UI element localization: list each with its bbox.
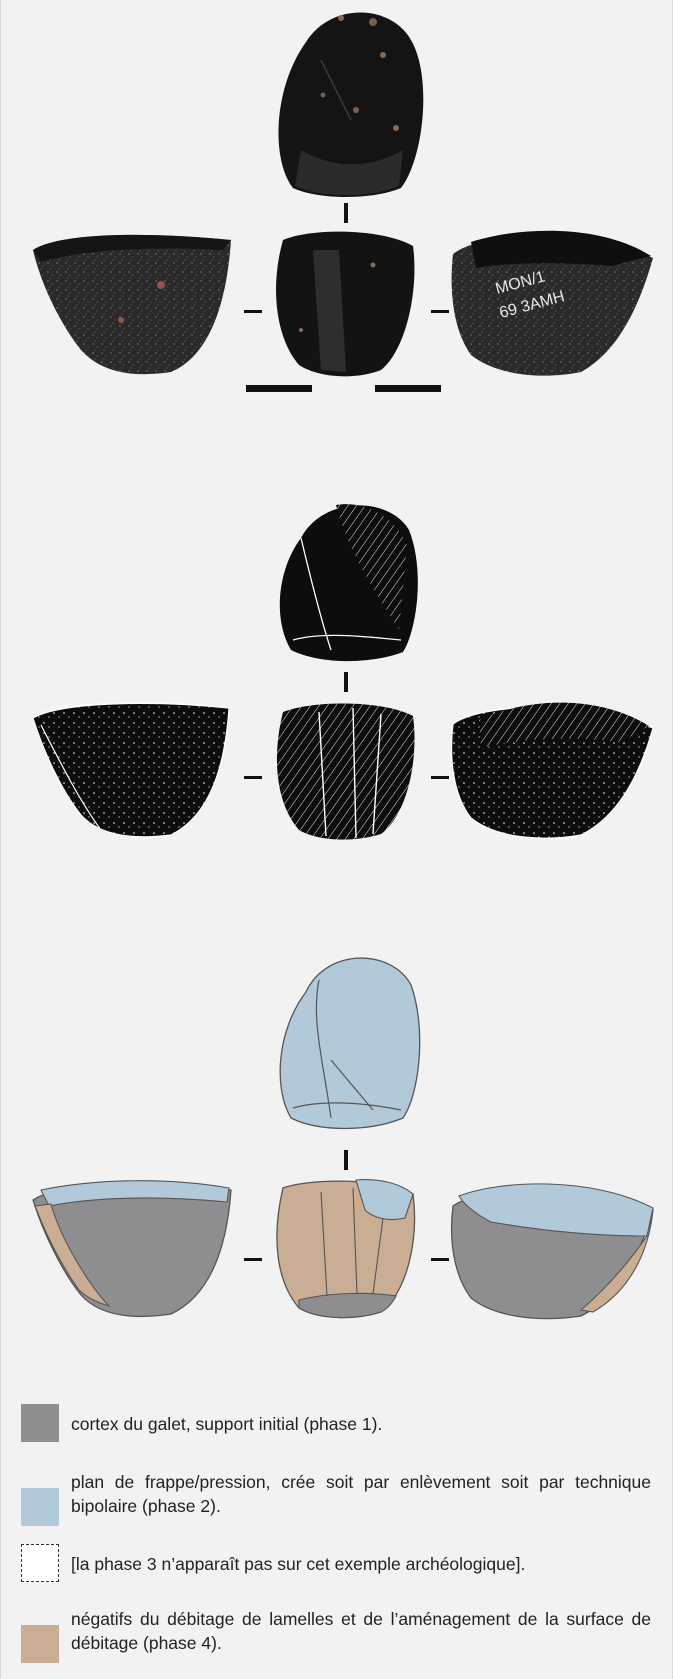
orientation-dash: [431, 776, 449, 779]
scale-bar-left: [246, 385, 312, 392]
photo-right-view: MON/1 69 3AMH: [452, 231, 653, 376]
plan-de-frappe-swatch: [21, 1488, 59, 1526]
legend-item-phase3: [la phase 3 n’apparaît pas sur cet exemp…: [21, 1544, 651, 1582]
legend-label: plan de frappe/pression, crée soit par e…: [71, 1470, 651, 1518]
photo-section: MON/1 69 3AMH: [33, 13, 653, 393]
drawing-top-view: [280, 504, 418, 661]
orientation-dash: [244, 1258, 262, 1261]
drawing-front-view: [277, 703, 415, 839]
schematic-section: [33, 958, 653, 1318]
orientation-dash: [244, 310, 262, 313]
legend-item-cortex: cortex du galet, support initial (phase …: [21, 1404, 651, 1442]
legend-label: [la phase 3 n’apparaît pas sur cet exemp…: [71, 1544, 651, 1576]
photo-top-view: [278, 13, 423, 198]
schematic-top-view: [280, 958, 420, 1128]
orientation-tick: [344, 203, 348, 223]
photo-left-view: [33, 235, 231, 374]
orientation-dash: [431, 1258, 449, 1261]
legend-item-plan-de-frappe: plan de frappe/pression, crée soit par e…: [21, 1470, 651, 1526]
legend-item-negatifs: négatifs du débitage de lamelles et de l…: [21, 1607, 651, 1663]
legend-label: cortex du galet, support initial (phase …: [71, 1404, 651, 1436]
orientation-dash: [431, 310, 449, 313]
photo-front-view: [276, 232, 414, 377]
drawing-left-view: [33, 702, 229, 837]
orientation-tick: [344, 1150, 348, 1170]
negatifs-swatch: [21, 1625, 59, 1663]
schematic-right-view: [452, 1184, 653, 1319]
orientation-dash: [244, 776, 262, 779]
phase3-swatch: [21, 1544, 59, 1582]
core-figure: MON/1 69 3AMH: [1, 0, 673, 1400]
schematic-left-view: [33, 1181, 231, 1317]
legend-label: négatifs du débitage de lamelles et de l…: [71, 1607, 651, 1655]
schematic-front-view: [277, 1180, 415, 1318]
orientation-tick: [344, 672, 348, 692]
scale-bar-right: [375, 385, 441, 392]
drawing-section: [33, 504, 653, 839]
drawing-right-view: [452, 703, 653, 839]
cortex-swatch: [21, 1404, 59, 1442]
